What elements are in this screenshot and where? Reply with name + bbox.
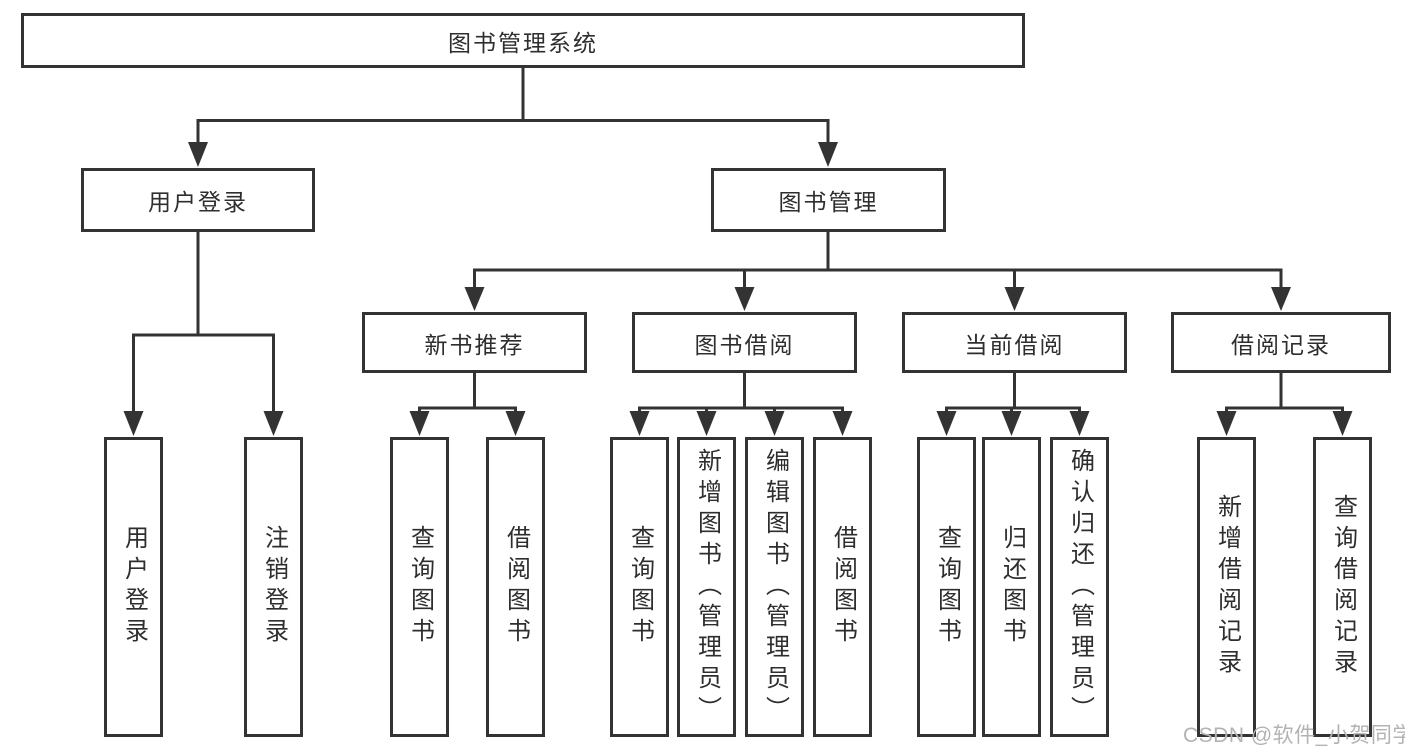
connector-book-borrow-children — [638, 373, 844, 414]
leaf-add-borrow-record: 新增借阅记录 — [1197, 437, 1256, 737]
node-book-borrow-label: 图书借阅 — [694, 331, 795, 358]
arrow-down-icon — [464, 287, 485, 311]
leaf-query-books-3: 查询图书 — [917, 437, 976, 737]
watermark: CSDN @软件_小贺同学 — [1183, 724, 1405, 747]
node-current-borrow-label: 当前借阅 — [964, 331, 1065, 358]
leaf-confirm-return-admin-label: 确认归还（管理员） — [1066, 447, 1094, 727]
leaf-borrow-books-2-label: 借阅图书 — [829, 525, 857, 649]
leaf-confirm-return-admin: 确认归还（管理员） — [1050, 437, 1109, 737]
leaf-query-books-3-label: 查询图书 — [933, 525, 961, 649]
node-user-login: 用户登录 — [81, 168, 315, 232]
arrow-down-icon — [1001, 411, 1022, 436]
connector-current-borrow-children — [945, 373, 1081, 414]
arrow-down-icon — [832, 411, 853, 436]
leaf-add-book-admin: 新增图书（管理员） — [677, 437, 736, 737]
arrow-down-icon — [123, 411, 144, 436]
node-book-management: 图书管理 — [711, 168, 946, 232]
connector-book-mgmt-children — [473, 232, 1283, 291]
leaf-query-borrow-record: 查询借阅记录 — [1313, 437, 1372, 737]
arrow-down-icon — [1332, 411, 1353, 436]
leaf-return-book: 归还图书 — [982, 437, 1041, 737]
leaf-logout-label: 注销登录 — [260, 525, 288, 649]
arrow-down-icon — [734, 287, 755, 311]
leaf-return-book-label: 归还图书 — [998, 525, 1026, 649]
node-book-borrow: 图书借阅 — [632, 312, 857, 373]
node-user-login-label: 用户登录 — [148, 189, 248, 215]
node-root-system: 图书管理系统 — [21, 13, 1025, 68]
leaf-user-login-label: 用户登录 — [120, 525, 148, 649]
arrow-down-icon — [409, 411, 430, 436]
leaf-edit-book-admin-label: 编辑图书（管理员） — [761, 447, 789, 727]
node-root-system-label: 图书管理系统 — [448, 29, 598, 56]
arrow-down-icon — [1004, 287, 1025, 311]
node-book-management-label: 图书管理 — [778, 189, 879, 215]
node-new-book-recommend: 新书推荐 — [362, 312, 587, 373]
leaf-borrow-books-2: 借阅图书 — [813, 437, 872, 737]
leaf-add-borrow-record-label: 新增借阅记录 — [1213, 494, 1241, 680]
leaf-query-books-1: 查询图书 — [390, 437, 449, 737]
leaf-query-borrow-record-label: 查询借阅记录 — [1329, 494, 1357, 680]
arrow-down-icon — [1271, 287, 1291, 311]
connector-user-login-children — [132, 232, 275, 416]
leaf-query-books-2-label: 查询图书 — [626, 525, 654, 649]
arrow-down-icon — [263, 411, 284, 436]
arrow-down-icon — [696, 411, 717, 436]
leaf-borrow-books-1-label: 借阅图书 — [502, 525, 530, 649]
leaf-edit-book-admin: 编辑图书（管理员） — [745, 437, 804, 737]
arrow-down-icon — [629, 411, 650, 436]
leaf-query-books-1-label: 查询图书 — [406, 525, 434, 649]
leaf-user-login: 用户登录 — [104, 437, 163, 737]
arrow-down-icon — [764, 411, 785, 436]
node-borrow-records: 借阅记录 — [1171, 312, 1391, 373]
connector-new-book-children — [418, 373, 517, 414]
arrow-down-icon — [1069, 411, 1090, 436]
arrow-down-icon — [188, 142, 208, 167]
leaf-add-book-admin-label: 新增图书（管理员） — [693, 447, 721, 727]
node-current-borrow: 当前借阅 — [902, 312, 1127, 373]
node-borrow-records-label: 借阅记录 — [1231, 331, 1331, 358]
connector-root-to-level1 — [196, 68, 830, 146]
connector-borrow-records-children — [1225, 373, 1344, 414]
arrow-down-icon — [936, 411, 957, 436]
leaf-logout: 注销登录 — [244, 437, 303, 737]
leaf-query-books-2: 查询图书 — [610, 437, 669, 737]
arrow-down-icon — [505, 411, 526, 436]
node-new-book-recommend-label: 新书推荐 — [424, 331, 525, 358]
arrow-down-icon — [1216, 411, 1237, 436]
arrow-down-icon — [818, 142, 838, 167]
leaf-borrow-books-1: 借阅图书 — [486, 437, 545, 737]
